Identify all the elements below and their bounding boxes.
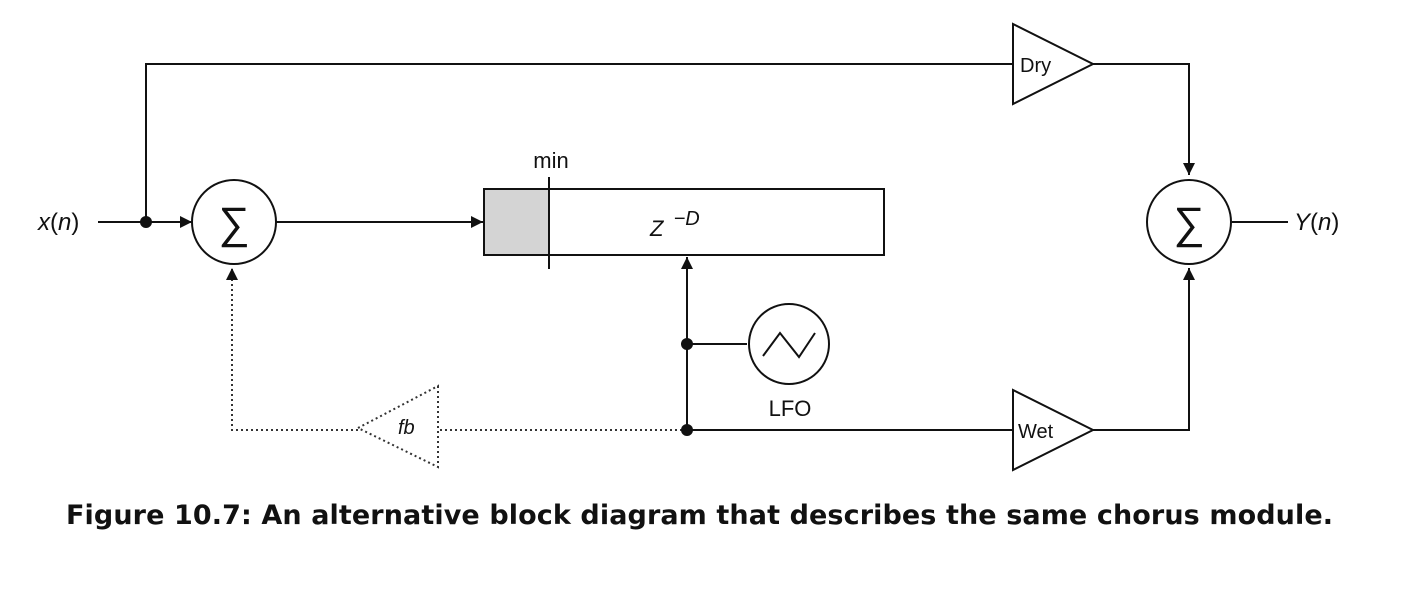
delay-line-box (483, 188, 885, 256)
input-var: x (37, 209, 51, 236)
dry-path-line (145, 63, 1012, 222)
lfo-label: LFO (769, 396, 812, 421)
delay-transfer-label: Z −D (649, 208, 700, 241)
triangle-wave-icon (762, 331, 816, 359)
wet-gain-label: Wet (1018, 421, 1054, 443)
dry-to-output-sum-arrow (1093, 63, 1195, 175)
lfo-junction-dot (681, 338, 693, 350)
input-summer-circle (191, 179, 277, 265)
output-arg: n (1318, 209, 1331, 236)
input-label: x(n) (37, 209, 79, 236)
wet-junction-dot (681, 424, 693, 436)
feedback-gain-label: fb (398, 417, 415, 439)
feedback-to-sum-arrow (226, 268, 358, 431)
output-summer-circle (1146, 179, 1232, 265)
dry-gain-label: Dry (1020, 55, 1051, 77)
delay-min-region (485, 190, 549, 254)
figure-caption: Figure 10.7: An alternative block diagra… (66, 500, 1334, 531)
wet-gain-triangle (1012, 388, 1096, 472)
output-summer-symbol: ∑ (1173, 199, 1204, 248)
delay-base: Z (649, 216, 665, 241)
delay-exponent: −D (674, 208, 700, 230)
input-arg: n (58, 209, 71, 236)
dry-gain-triangle (1012, 22, 1096, 106)
input-junction-dot (140, 216, 152, 228)
wet-to-output-sum-arrow (1093, 268, 1195, 431)
output-label: Y(n) (1294, 209, 1339, 236)
chorus-block-diagram: ∑ ∑ min Z −D LFO Dry Wet fb x(n) Y(n) (37, 22, 1339, 472)
delay-min-label: min (533, 148, 568, 173)
feedback-gain-triangle (355, 384, 439, 469)
output-var: Y (1294, 209, 1312, 236)
input-summer-symbol: ∑ (218, 199, 249, 248)
